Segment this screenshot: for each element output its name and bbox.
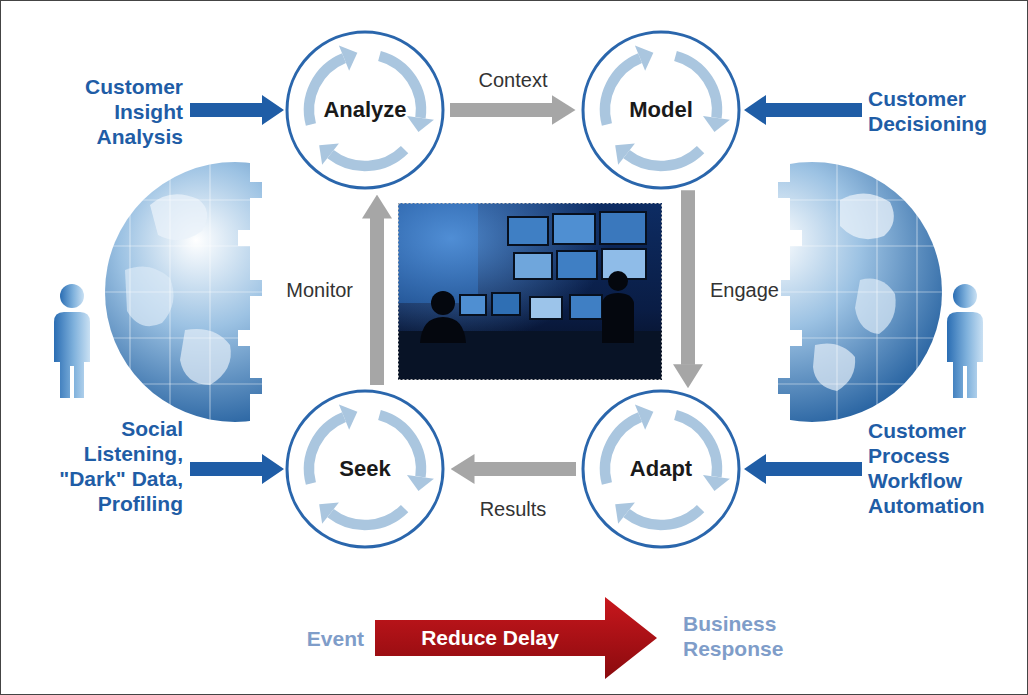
edge-label: Context: [477, 68, 550, 92]
cycle-circle: Analyze: [285, 30, 445, 190]
globe-land: [855, 279, 896, 334]
input-arrow: [190, 454, 284, 484]
input-label: Social Listening, "Dark" Data, Profiling: [23, 416, 183, 516]
cycle-arrowhead: [407, 475, 434, 491]
circle-border: [583, 391, 739, 547]
cycle-circle: Model: [581, 30, 741, 190]
cycle-arrowhead: [319, 143, 339, 164]
input-label: Customer Process Workflow Automation: [868, 418, 1018, 518]
input-arrow: [744, 95, 862, 125]
delay-arrow: Reduce Delay: [375, 597, 657, 679]
cycle-arrowhead: [635, 404, 653, 429]
person-icon: [54, 284, 90, 398]
input-label: Customer Insight Analysis: [53, 74, 183, 149]
input-arrow: [190, 95, 284, 125]
puzzle-lines: [770, 150, 950, 440]
cycle-arc: [627, 150, 701, 166]
stage-name: Seek: [339, 456, 390, 482]
input-label: Customer Decisioning: [868, 86, 1018, 136]
person-icon: [947, 284, 983, 398]
cycle-arrowhead: [339, 45, 357, 70]
arrow-shape: [375, 597, 657, 679]
cycle-arrowhead: [339, 404, 357, 429]
circle-border: [287, 391, 443, 547]
cycle-arc: [331, 150, 405, 166]
cycle-arrowhead: [615, 143, 635, 164]
edge-label: Engage: [708, 278, 781, 302]
circle-border: [583, 32, 739, 188]
cycle-arrowhead: [703, 116, 730, 132]
cycle-arrowhead: [319, 502, 339, 523]
connector-arrow: [370, 218, 384, 385]
input-arrow: [744, 454, 862, 484]
connector-arrow: [681, 190, 695, 364]
flow-label: Business Response: [683, 611, 813, 661]
cycle-arc: [627, 509, 701, 525]
arrow-text: Reduce Delay: [421, 625, 559, 651]
globe-land: [150, 194, 207, 240]
stage-name: Analyze: [323, 97, 406, 123]
cycle-circle: Seek: [285, 389, 445, 549]
cycle-arrowhead: [703, 475, 730, 491]
puzzle-globe: [682, 150, 950, 440]
cycle-circle: Adapt: [581, 389, 741, 549]
stage-name: Model: [629, 97, 693, 123]
globe-land: [125, 266, 174, 326]
connector-arrow: [474, 462, 576, 476]
cycle-arrowhead: [635, 45, 653, 70]
control-room-photo: [398, 203, 662, 380]
cycle-arc: [309, 417, 344, 483]
stage-name: Adapt: [630, 456, 692, 482]
cycle-arrowhead: [615, 502, 635, 523]
cycle-arc: [331, 509, 405, 525]
edge-label: Monitor: [284, 278, 355, 302]
puzzle-globe: [100, 150, 365, 440]
connector-arrow: [450, 103, 552, 117]
puzzle-lines: [100, 150, 270, 440]
circle-border: [287, 32, 443, 188]
edge-label: Results: [478, 497, 549, 521]
flow-label: Event: [278, 626, 364, 651]
cycle-arrowhead: [407, 116, 434, 132]
